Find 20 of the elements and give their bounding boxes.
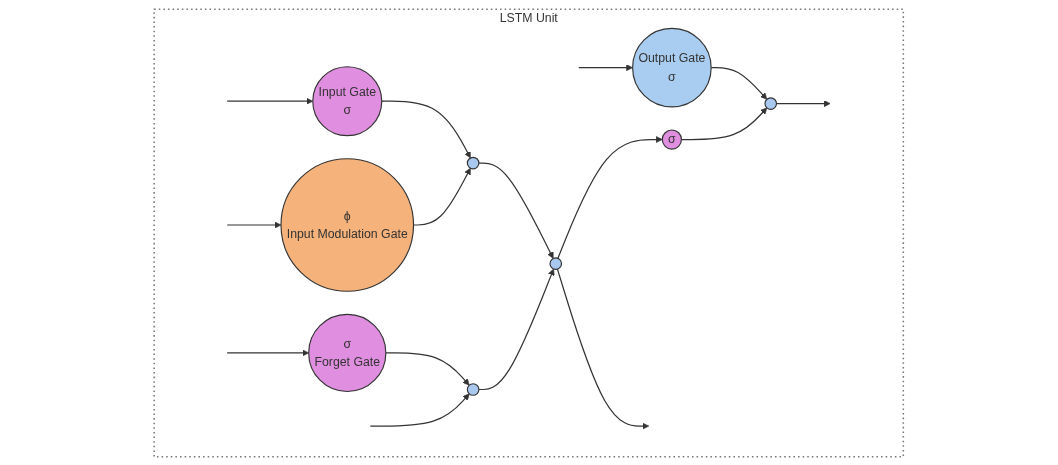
arrow (557, 268, 650, 429)
arrow (776, 99, 831, 107)
operation-circle (467, 382, 480, 396)
gate-circle: Output Gate σ (632, 27, 712, 107)
arrow (413, 167, 471, 226)
gate-circle: Input Gate σ (312, 65, 383, 136)
operation-circle (764, 96, 778, 110)
arrow (226, 221, 282, 228)
arrow (226, 349, 310, 356)
arrow (369, 393, 470, 427)
gate-circle: ϕ Input Modulation Gate (280, 157, 415, 292)
arrow (681, 107, 768, 140)
operation-circle (549, 256, 563, 270)
operation-circle (467, 156, 480, 169)
arrow (478, 268, 555, 390)
arrow (557, 135, 663, 259)
gate-circle: σ (662, 128, 683, 150)
gate-circle: σ Forget Gate (308, 313, 387, 392)
arrow (478, 162, 554, 259)
arrow (226, 97, 314, 105)
